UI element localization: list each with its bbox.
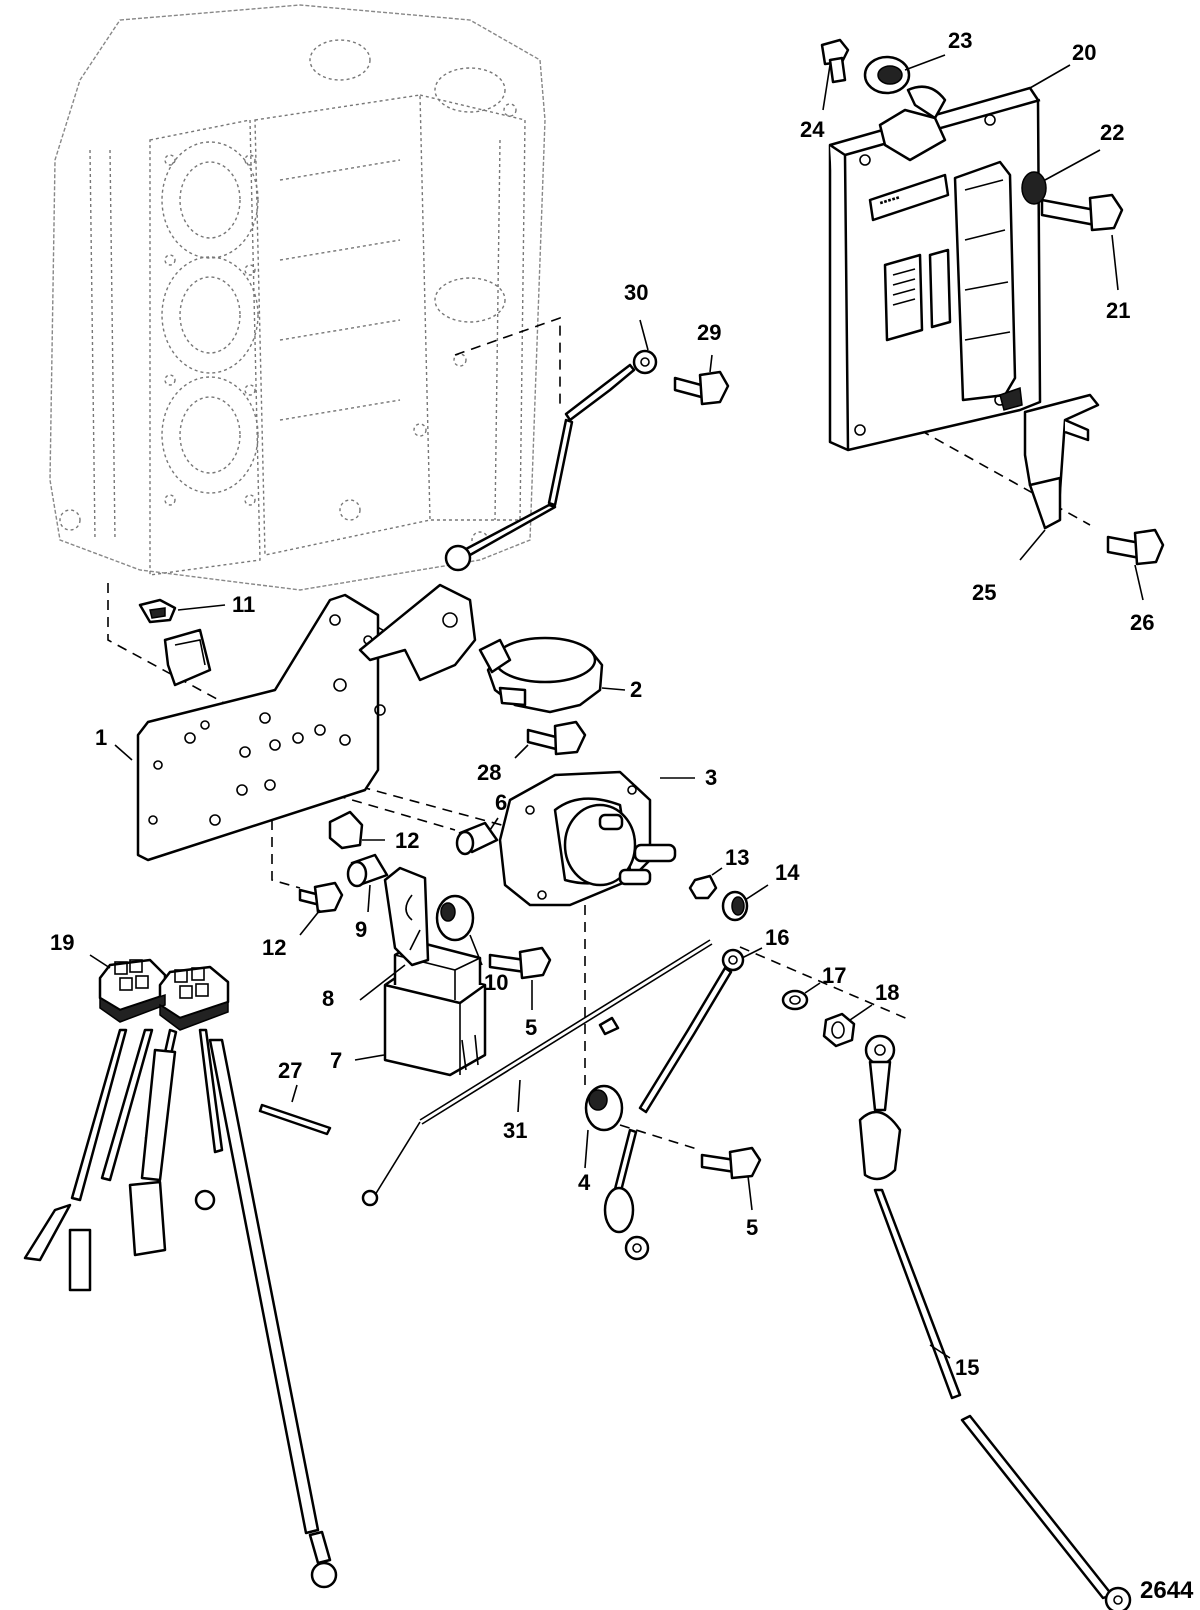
callout-14: 14 (775, 860, 800, 885)
cable-tie (258, 1103, 332, 1136)
bushing-24 (820, 38, 850, 84)
callout-23: 23 (948, 28, 972, 53)
callout-21: 21 (1106, 298, 1130, 323)
callout-10: 10 (484, 970, 508, 995)
sleeve-9 (346, 853, 389, 888)
callout-5a: 5 (525, 1015, 537, 1040)
callout-labels: 1 2 3 4 5 5 6 7 8 9 10 11 12 12 13 14 15… (50, 28, 1154, 1380)
callout-24: 24 (800, 117, 825, 142)
screw-12a (328, 810, 364, 850)
screw-5a (488, 946, 552, 980)
ecm-bracket (1023, 393, 1100, 530)
callout-5b: 5 (746, 1215, 758, 1240)
connector-11 (138, 598, 212, 687)
callout-15: 15 (955, 1355, 979, 1380)
figure-number: 2644 (1140, 1577, 1194, 1604)
grommet (584, 1084, 624, 1132)
screw-21 (1040, 193, 1124, 232)
callout-18: 18 (875, 980, 899, 1005)
callout-11: 11 (232, 592, 255, 617)
callout-7: 7 (330, 1048, 342, 1073)
washer-22 (1021, 171, 1047, 205)
callout-19: 19 (50, 930, 74, 955)
callout-4: 4 (578, 1170, 591, 1195)
relay-bracket (383, 866, 430, 967)
wire-harness (23, 958, 338, 1589)
callout-3: 3 (705, 765, 717, 790)
nut-13 (688, 874, 718, 900)
callout-13: 13 (725, 845, 749, 870)
callout-9: 9 (355, 917, 367, 942)
callout-20: 20 (1072, 40, 1096, 65)
callout-31: 31 (503, 1118, 527, 1143)
callout-2: 2 (630, 677, 642, 702)
callout-6: 6 (495, 790, 507, 815)
mounting-plate (136, 583, 477, 862)
nut-14 (721, 890, 749, 922)
callout-26: 26 (1130, 610, 1154, 635)
lead-31 (361, 939, 713, 1207)
ecm-module: ▪▪▪▪▪ (828, 85, 1042, 452)
screw-26 (1106, 528, 1165, 566)
callout-8: 8 (322, 986, 334, 1011)
cable-clamp (478, 636, 604, 714)
ground-strap-30 (444, 349, 658, 572)
engine-block-ghost (49, 4, 546, 591)
callout-17: 17 (822, 963, 846, 988)
nut-18 (822, 1012, 856, 1048)
callout-22: 22 (1100, 120, 1124, 145)
screw-12b (298, 881, 344, 914)
callout-1: 1 (95, 725, 107, 750)
spacer (455, 821, 499, 856)
callout-27: 27 (278, 1058, 302, 1083)
leader-lines (89, 54, 1144, 1359)
callout-30: 30 (624, 280, 648, 305)
grommet-23 (863, 55, 911, 95)
ground-cable (603, 948, 745, 1261)
lockwasher-17 (781, 989, 809, 1011)
screw-29 (673, 370, 730, 406)
callout-25: 25 (972, 580, 996, 605)
starter-solenoid (498, 770, 677, 907)
grommet-10 (435, 894, 475, 942)
callout-12b: 12 (262, 935, 286, 960)
screw-5b (700, 1146, 762, 1180)
battery-cable (858, 1034, 1132, 1610)
callout-16: 16 (765, 925, 789, 950)
callout-28: 28 (477, 760, 501, 785)
screw-28 (526, 720, 587, 756)
callout-29: 29 (697, 320, 721, 345)
callout-12a: 12 (395, 828, 419, 853)
relay (383, 940, 487, 1077)
